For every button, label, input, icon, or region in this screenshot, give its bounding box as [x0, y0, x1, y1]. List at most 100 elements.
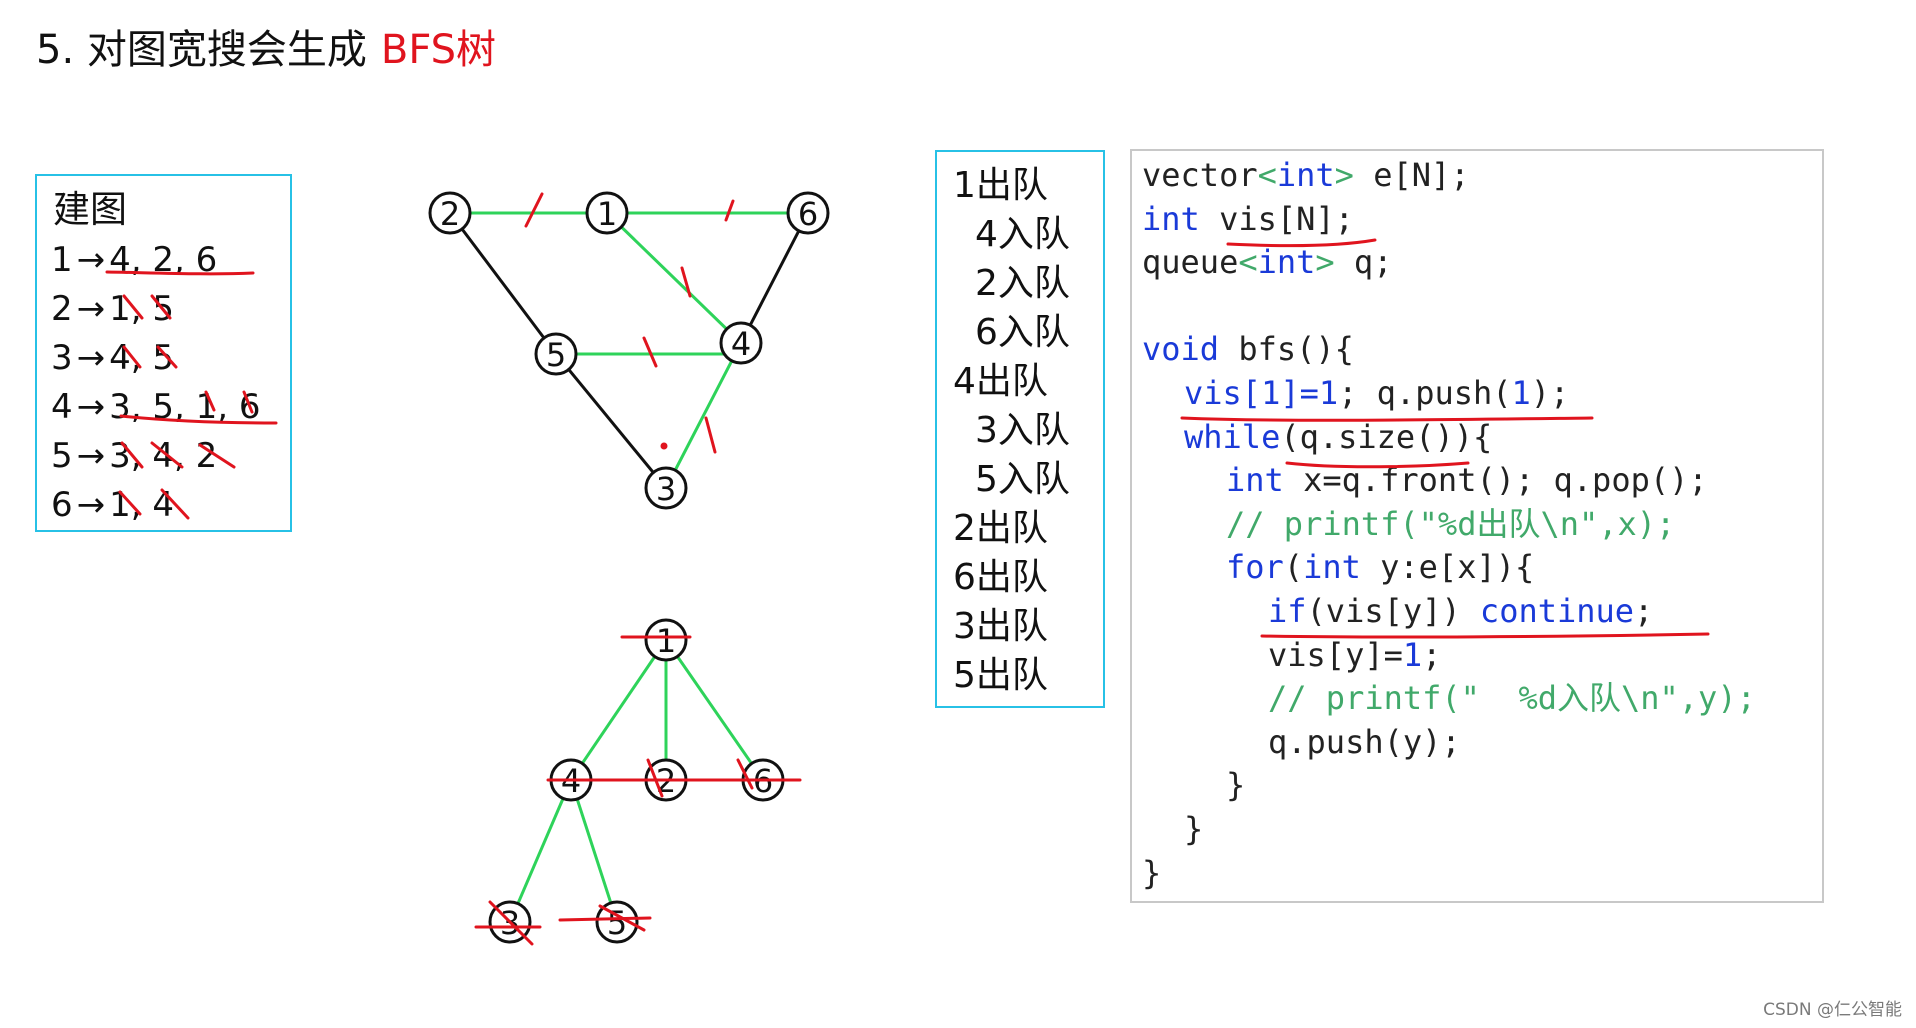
code-line: vector<int> e[N];	[1142, 155, 1470, 195]
adjacency-red-marks	[105, 270, 278, 520]
svg-text:3: 3	[656, 470, 676, 508]
code-token: <	[1257, 156, 1277, 194]
adjacency-row: 2→1, 5	[51, 289, 175, 329]
code-token: vis[y]=	[1268, 635, 1403, 674]
watermark: CSDN @仁公智能	[1763, 1000, 1902, 1020]
code-panel: vector<int> e[N];int vis[N];queue<int> q…	[1130, 149, 1824, 903]
code-line: // printf(" %d入队\n",y);	[1268, 678, 1756, 718]
code-line: int vis[N];	[1142, 199, 1354, 239]
graph-edge-1-4	[605, 211, 743, 345]
code-line: }	[1184, 809, 1203, 849]
code-line: }	[1142, 853, 1161, 893]
queue-log-box: 1出队 4入队 2入队 6入队 4出队 3入队 5入队 2出队 6出队 3出队 …	[935, 150, 1105, 708]
graph-node-1: 1	[585, 191, 629, 235]
code-token: (	[1283, 548, 1304, 587]
code-line: queue<int> q;	[1142, 242, 1392, 282]
adjacency-heading: 建图	[53, 188, 127, 231]
queue-log-line: 3入队	[975, 410, 1070, 451]
svg-text:1: 1	[656, 622, 676, 660]
code-token: void	[1142, 330, 1220, 369]
code-token: int	[1257, 243, 1316, 282]
graph-red-ticks	[524, 192, 735, 454]
code-line: q.push(y);	[1268, 722, 1461, 762]
code-token: 1	[1511, 374, 1531, 412]
code-token: bfs(){	[1219, 330, 1354, 369]
queue-log-line: 5入队	[975, 459, 1070, 500]
adjacency-row: 3→4, 5	[51, 338, 175, 378]
graph-node-3: 3	[644, 466, 688, 510]
code-token: y:e[x]){	[1360, 548, 1535, 587]
code-token: >	[1334, 156, 1354, 194]
code-token: >	[1315, 243, 1335, 282]
code-token: if	[1268, 592, 1307, 630]
code-token: while	[1184, 417, 1281, 456]
queue-log-line: 1出队	[953, 165, 1048, 206]
code-token: queue	[1142, 243, 1239, 282]
queue-log-line: 4入队	[975, 214, 1070, 255]
graph-node-5: 5	[534, 332, 578, 376]
code-token: ;	[1634, 592, 1654, 630]
code-token: vector	[1142, 156, 1258, 194]
code-token: <	[1238, 243, 1258, 282]
title-prefix: 5. 对图宽搜会生成	[36, 27, 367, 73]
code-token: 1	[1261, 374, 1281, 412]
code-token: q;	[1334, 243, 1393, 282]
queue-log-line: 2入队	[975, 263, 1070, 304]
code-line: vis[y]=1;	[1268, 635, 1441, 675]
tree-edges	[508, 639, 765, 923]
graph-edge-2-5	[448, 212, 558, 355]
code-line: }	[1226, 765, 1245, 805]
code-token: x=q.front(); q.pop();	[1283, 461, 1708, 500]
adjacency-row: 5→3, 4, 2	[51, 436, 218, 476]
adjacency-row: 1→4, 2, 6	[51, 240, 218, 280]
tree-edge-4-3	[508, 779, 573, 923]
graph-node-6: 6	[786, 191, 830, 235]
tree-edge-1-4	[569, 639, 668, 781]
code-token: 1	[1318, 374, 1339, 412]
code-token: }	[1226, 766, 1246, 805]
graph-edge-6-4	[739, 212, 810, 344]
code-token: int	[1226, 461, 1284, 500]
code-line: vis[1]=1; q.push(1);	[1184, 373, 1569, 413]
graph-node-4: 4	[719, 321, 763, 365]
queue-log-line: 4出队	[953, 361, 1048, 402]
code-token: 1	[1402, 635, 1423, 674]
tree-red-strikes	[474, 635, 802, 946]
code-token: int	[1142, 199, 1200, 238]
code-line: // printf("%d出队\n",x);	[1226, 504, 1675, 544]
code-token: q.push(y);	[1268, 722, 1461, 761]
code-token: continue	[1479, 592, 1635, 630]
tree-edge-1-6	[664, 639, 765, 781]
code-token: vis[	[1184, 374, 1262, 412]
code-line: for(int y:e[x]){	[1226, 547, 1534, 587]
adjacency-list-box: 建图 1→4, 2, 6 2→1, 5 3→4, 5 4→3, 5, 1, 6 …	[35, 174, 292, 532]
code-token: e[N];	[1353, 156, 1470, 194]
code-token: // printf(" %d入队\n",y);	[1268, 679, 1756, 718]
code-token: for	[1226, 548, 1284, 587]
svg-text:2: 2	[440, 195, 460, 233]
code-token: }	[1142, 853, 1162, 892]
graph-edges	[448, 211, 810, 489]
svg-text:6: 6	[798, 195, 818, 233]
code-token: int	[1276, 156, 1335, 194]
code-red-underlines	[1180, 238, 1710, 639]
code-token: ]=	[1280, 374, 1319, 412]
tree-edge-4-5	[569, 779, 619, 923]
code-token: vis[N];	[1199, 199, 1354, 238]
code-token: // printf("%d出队\n",x);	[1226, 504, 1676, 543]
code-token: (vis[y])	[1306, 592, 1480, 630]
code-line: while(q.size()){	[1184, 417, 1492, 457]
graph-edge-5-3	[554, 353, 668, 489]
queue-log-line: 2出队	[953, 508, 1048, 549]
queue-log-line: 5出队	[953, 655, 1048, 696]
queue-log-line: 6出队	[953, 557, 1048, 598]
code-line: void bfs(){	[1142, 329, 1354, 369]
graph-node-2: 2	[428, 191, 472, 235]
svg-text:4: 4	[731, 325, 751, 363]
svg-text:1: 1	[597, 195, 617, 233]
code-token: ; q.push(	[1338, 374, 1512, 412]
code-token: ;	[1422, 635, 1442, 674]
queue-log-line: 3出队	[953, 606, 1048, 647]
